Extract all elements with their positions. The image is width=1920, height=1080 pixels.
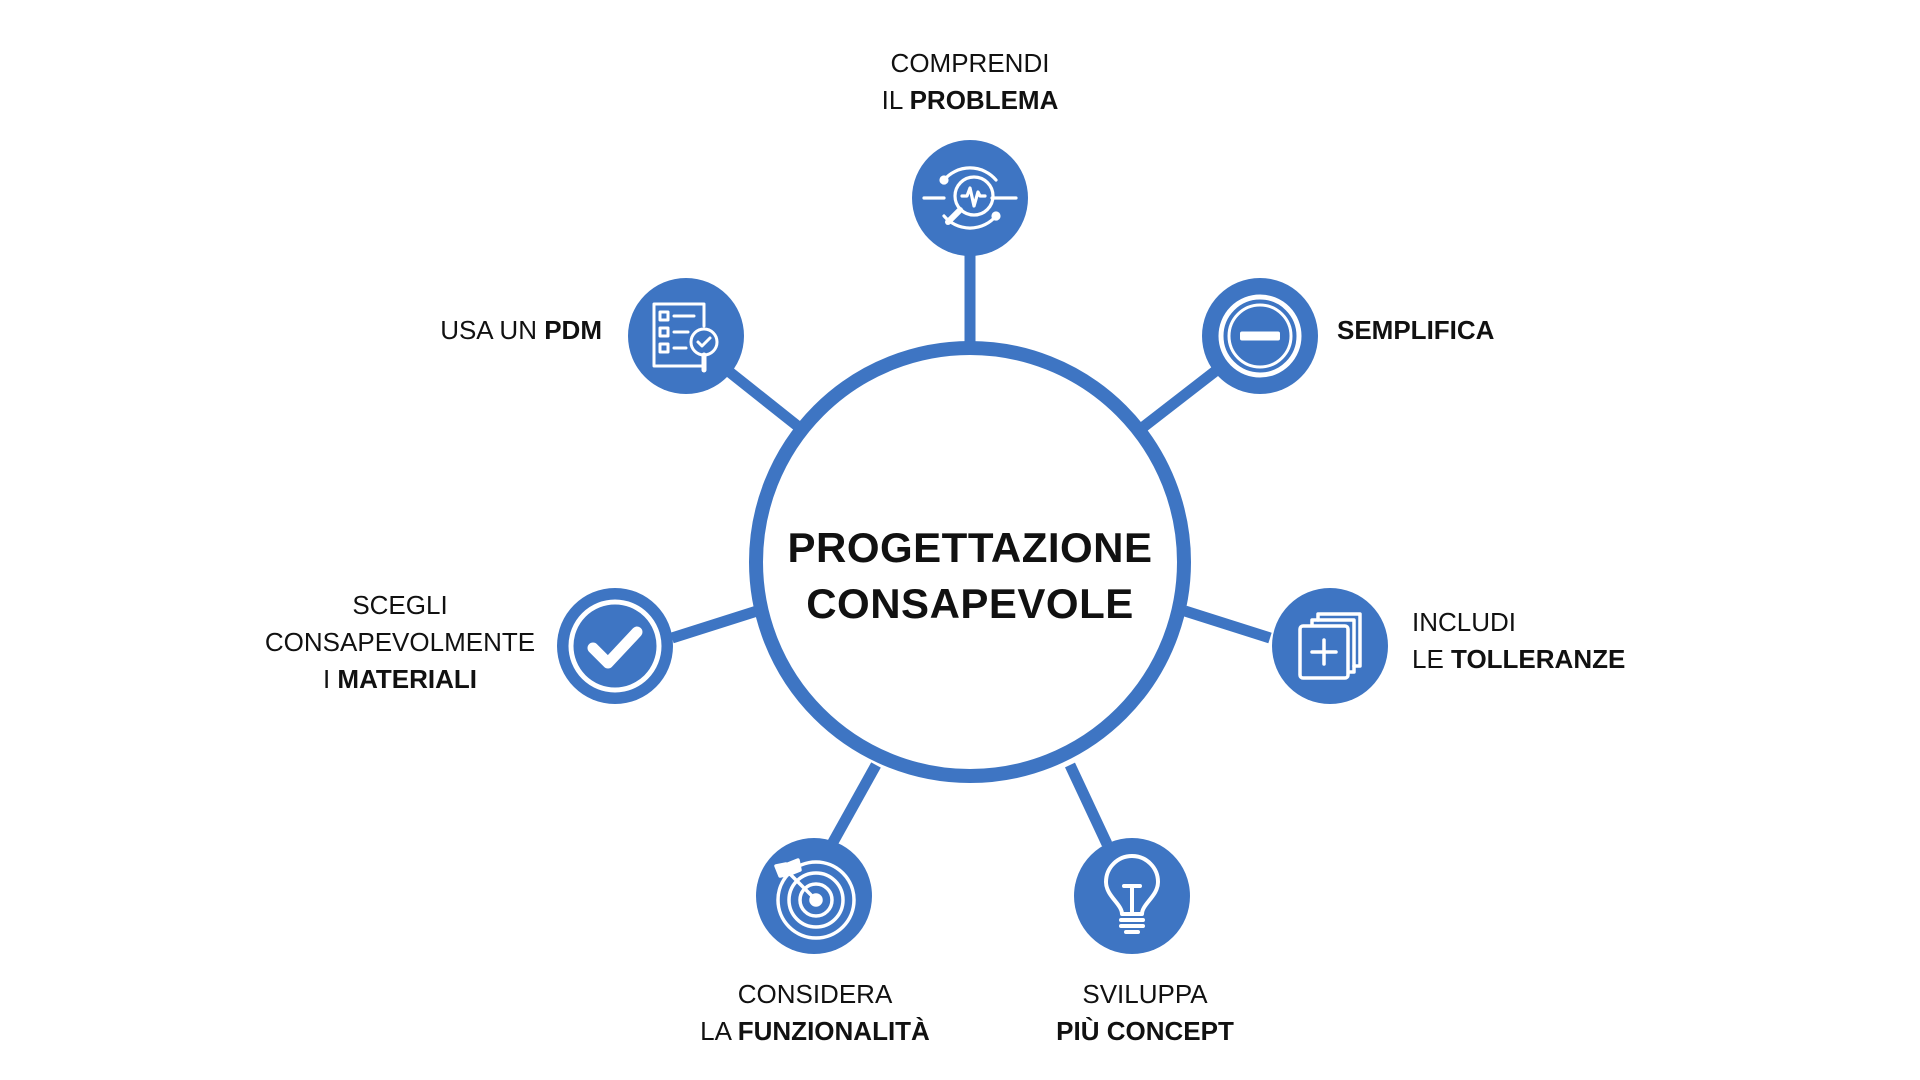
connector-materiali: [670, 605, 759, 644]
add-layers-icon: [1298, 612, 1362, 680]
target-arrow-icon: [774, 858, 856, 940]
label-concept-line1: SVILUPPA: [1082, 979, 1208, 1009]
label-comprendi-pre: IL: [881, 85, 910, 115]
connector-pdm: [718, 361, 804, 433]
node-semplifica: [1202, 278, 1318, 394]
node-pdm: [628, 278, 744, 394]
node-comprendi: [912, 140, 1028, 256]
node-materiali: [557, 588, 673, 704]
label-materiali-bold: MATERIALI: [337, 664, 478, 694]
label-pdm-bold: PDM: [544, 315, 602, 345]
connector-concept: [1065, 762, 1112, 847]
label-tolleranze-pre: LE: [1412, 644, 1452, 674]
label-comprendi: COMPRENDI IL PROBLEMA: [820, 45, 1120, 119]
label-semplifica: SEMPLIFICA: [1337, 312, 1494, 349]
center-ring: [749, 341, 1191, 783]
label-funzionalita-bold: FUNZIONALITÀ: [737, 1016, 930, 1046]
lightbulb-icon: [1104, 854, 1160, 934]
node-circle: [912, 140, 1028, 256]
label-concept-line2: PIÙ CONCEPT: [1000, 1013, 1290, 1050]
label-materiali-line2: CONSAPEVOLMENTE: [264, 627, 536, 657]
label-funzionalita: CONSIDERA LA FUNZIONALITÀ: [660, 976, 970, 1050]
label-comprendi-line2: IL PROBLEMA: [820, 82, 1120, 119]
label-materiali: SCEGLI CONSAPEVOLMENTE I MATERIALI: [255, 587, 545, 698]
connector-tolleranze: [1183, 605, 1272, 644]
label-tolleranze-line1: INCLUDI: [1412, 607, 1517, 637]
label-funzionalita-line2: LA FUNZIONALITÀ: [660, 1013, 970, 1050]
label-materiali-pre: I: [322, 664, 338, 694]
label-comprendi-bold: PROBLEMA: [909, 85, 1059, 115]
label-pdm: USA UN PDM: [380, 312, 602, 349]
label-materiali-line3: I MATERIALI: [255, 661, 545, 698]
checkmark-circle-icon: [568, 599, 662, 693]
connector-semplifica: [1138, 361, 1226, 433]
label-funzionalita-pre: LA: [700, 1016, 738, 1046]
magnifier-waveform-icon: [922, 166, 1018, 230]
label-tolleranze-bold: TOLLERANZE: [1451, 644, 1626, 674]
node-funzionalita: [756, 838, 872, 954]
node-circle: [628, 278, 744, 394]
label-pdm-pre: USA UN: [440, 315, 545, 345]
label-materiali-line1: SCEGLI: [352, 590, 448, 620]
connector-funzionalita: [827, 762, 881, 847]
label-tolleranze-line2: LE TOLLERANZE: [1412, 641, 1625, 678]
node-tolleranze: [1272, 588, 1388, 704]
label-concept-bold: PIÙ CONCEPT: [1056, 1016, 1234, 1046]
node-circle: [557, 588, 673, 704]
label-semplifica-bold: SEMPLIFICA: [1337, 315, 1495, 345]
center-title-line1: PROGETTAZIONE: [787, 524, 1153, 571]
label-concept: SVILUPPA PIÙ CONCEPT: [1000, 976, 1290, 1050]
center-title-line2: CONSAPEVOLE: [806, 580, 1134, 627]
label-tolleranze: INCLUDI LE TOLLERANZE: [1412, 604, 1625, 678]
checklist-search-icon: [652, 302, 719, 373]
label-comprendi-line1: COMPRENDI: [890, 48, 1050, 78]
label-funzionalita-line1: CONSIDERA: [737, 979, 893, 1009]
minus-circle-icon: [1218, 294, 1302, 378]
connectors: [670, 255, 1272, 847]
node-concept: [1074, 838, 1190, 954]
center-title: PROGETTAZIONE CONSAPEVOLE: [720, 520, 1220, 632]
